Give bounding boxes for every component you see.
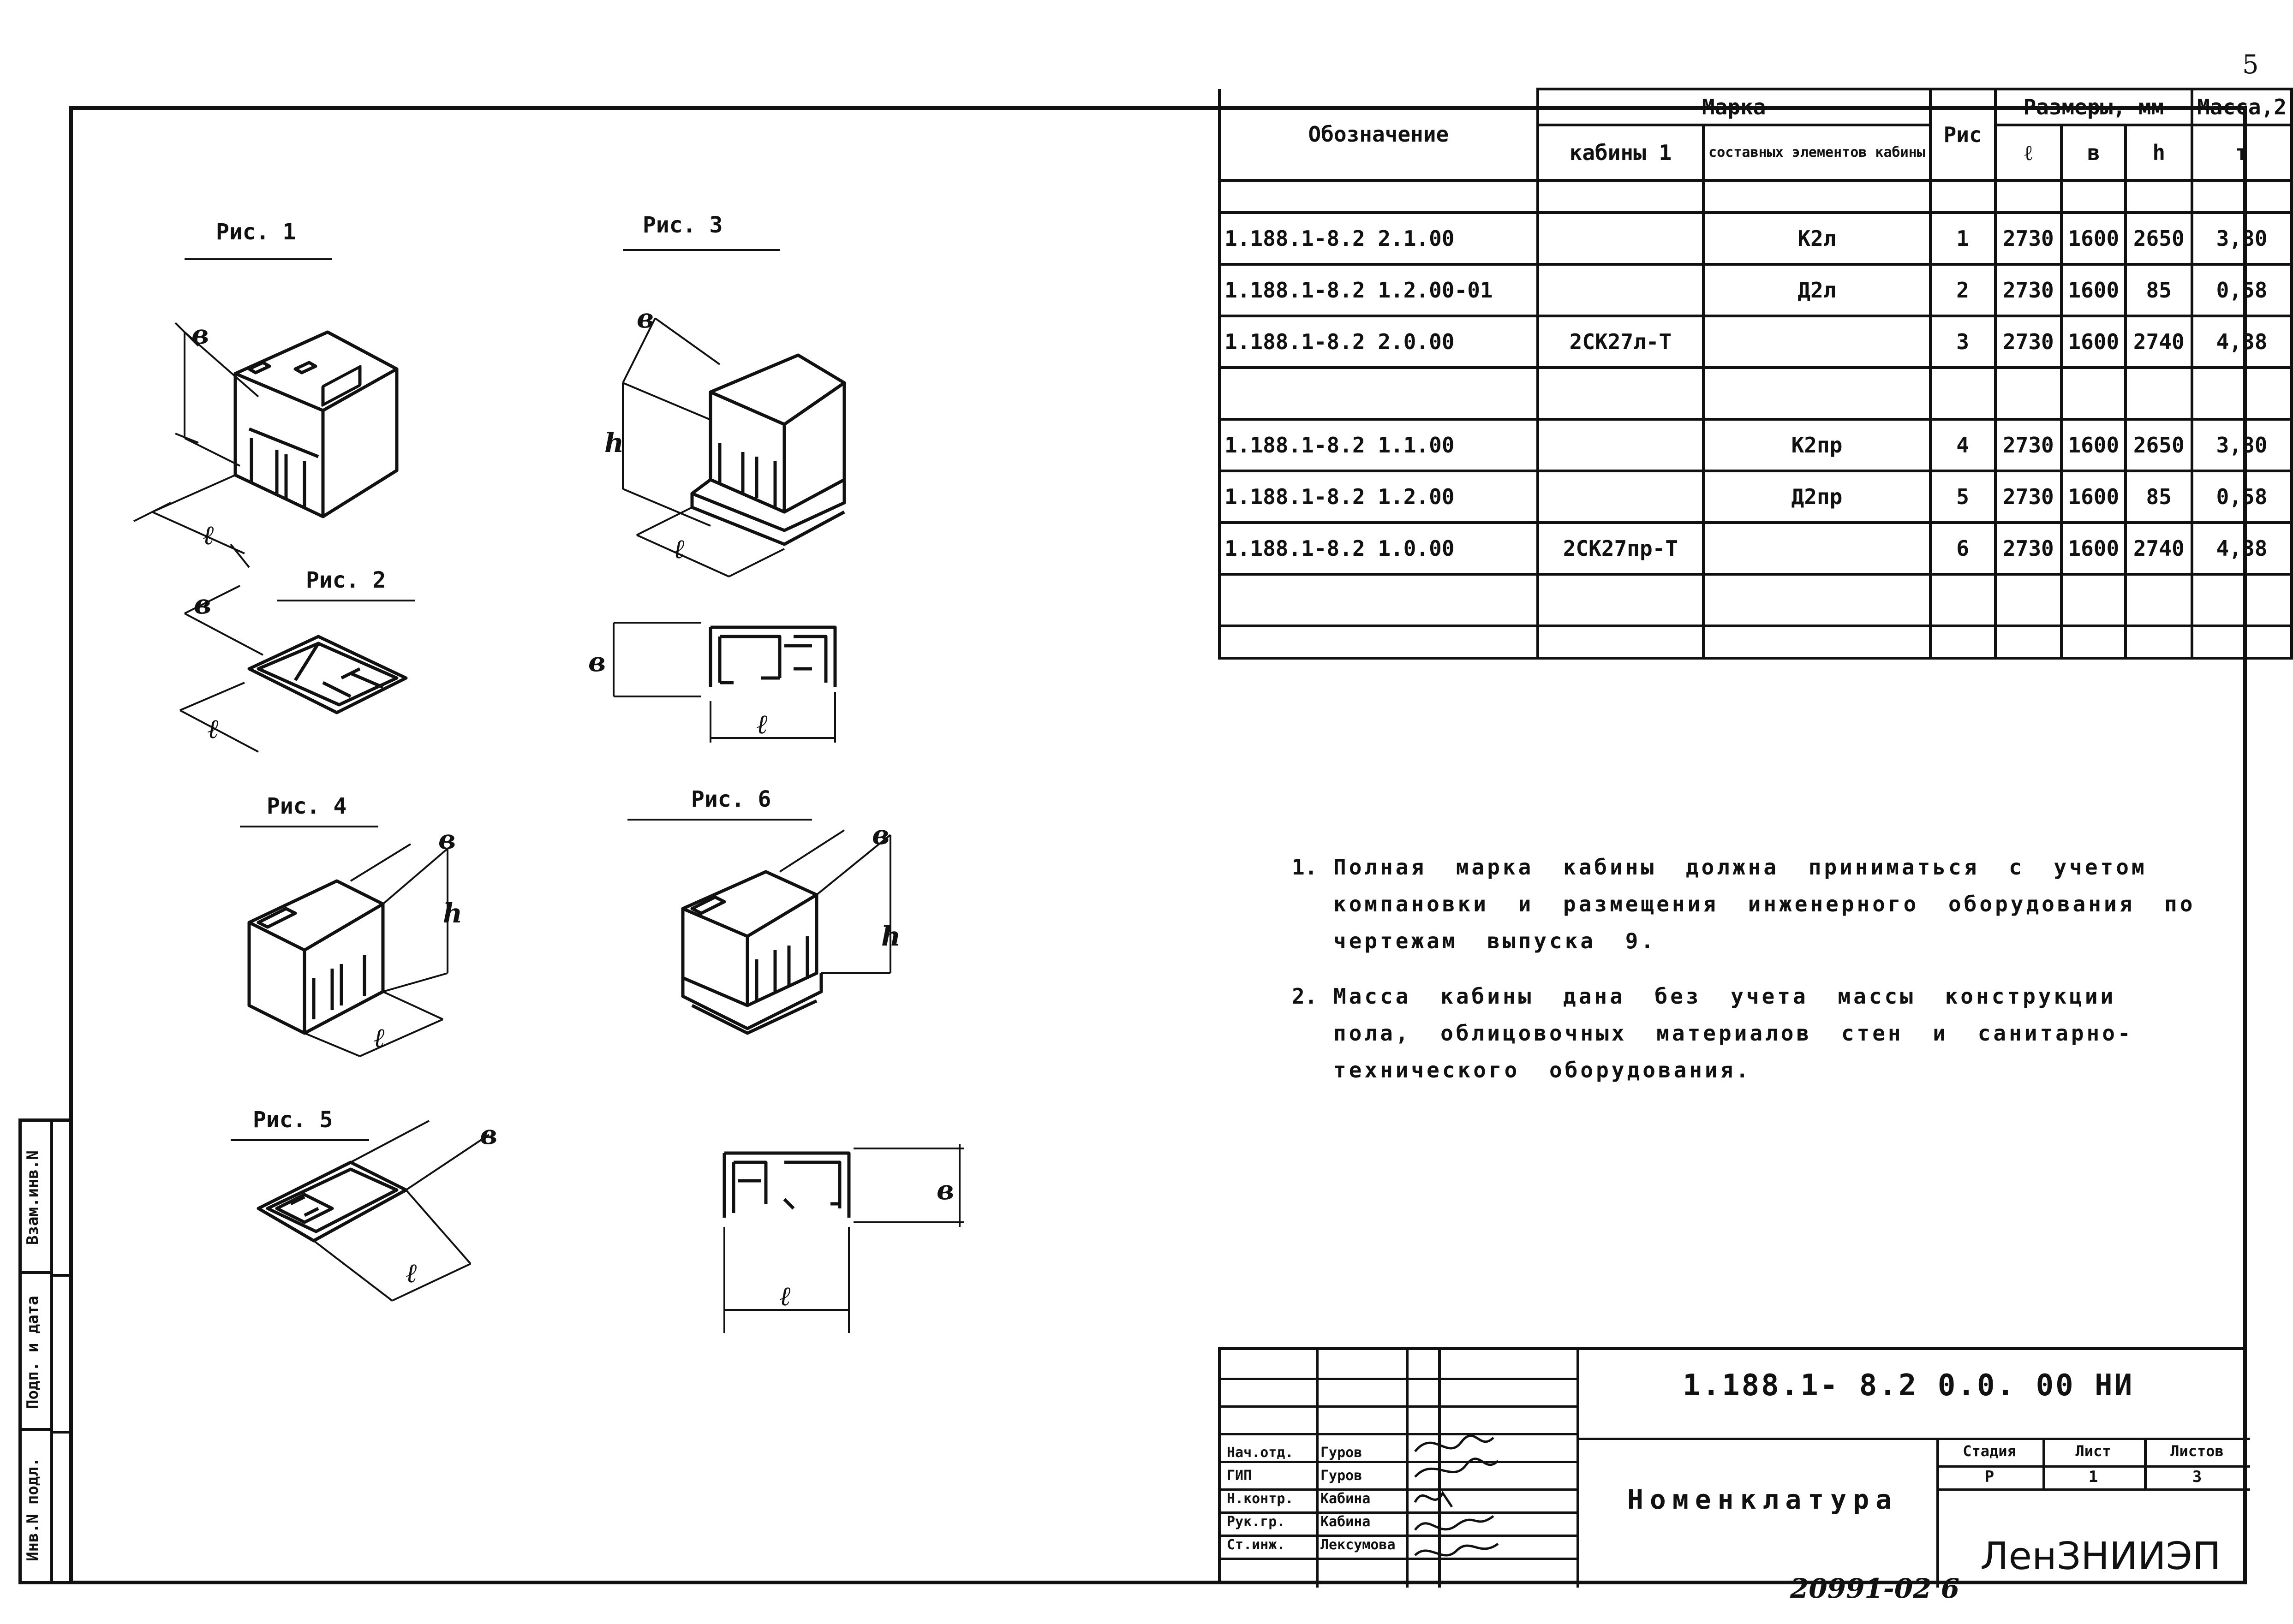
fig6-label: Рис. 6 [691, 786, 771, 812]
note-item: 1. Полная марка кабины должна приниматьс… [1292, 849, 2215, 959]
stamp-person: Гуров [1320, 1445, 1362, 1461]
fig2-underline [277, 600, 415, 601]
header-b: в [2060, 124, 2127, 182]
note-item: 2. Масса кабины дана без учета массы кон… [1292, 978, 2215, 1089]
fig4-dim-l: ℓ [374, 1022, 385, 1053]
table-row-blank [1218, 366, 2293, 421]
fig4-label: Рис. 4 [267, 793, 347, 819]
table-row: 1.188.1-8.2 2.1.00 К2л 1 2730 1600 2650 … [1218, 211, 2293, 266]
side-cell-replaced-inv: Взам.инв.N [22, 1122, 50, 1274]
fig3-cabin-drawing [622, 317, 846, 577]
fig2-dim-l: ℓ [208, 713, 219, 744]
table-row: 1.188.1-8.2 1.2.00 Д2пр 5 2730 1600 85 0… [1218, 470, 2293, 524]
fig6-plan-dim-l: ℓ [780, 1280, 791, 1312]
fig3-dim-b: в [637, 303, 654, 334]
fig1-underline [185, 258, 332, 260]
table-row: 1.188.1-8.2 1.2.00-01 Д2л 2 2730 1600 85… [1218, 263, 2293, 317]
stage-value: Р [1984, 1468, 1994, 1486]
fig2-label: Рис. 2 [306, 567, 386, 593]
stamp-role: Ст.инж. [1227, 1537, 1285, 1553]
stamp-person: Гуров [1320, 1468, 1362, 1484]
side-cell-signature-date: Подп. и дата [22, 1274, 50, 1431]
fig1-cabin-drawing [133, 322, 399, 568]
stamp-role: Нач.отд. [1227, 1445, 1294, 1461]
header-designation: Обозначение [1218, 89, 1539, 182]
note-text: Масса кабины дана без учета массы констр… [1333, 984, 2133, 1083]
fig3-dim-l: ℓ [674, 533, 685, 565]
stamp-person: Кабина [1320, 1491, 1371, 1507]
note-number: 1. [1292, 855, 1318, 880]
fig3-plan-drawing [613, 622, 837, 743]
header-elements: составных элементов кабины [1702, 124, 1932, 182]
fig2-floor-drawing [179, 585, 408, 753]
note-text: Полная марка кабины должна приниматься с… [1333, 855, 2196, 953]
sheet-value: 1 [2088, 1468, 2098, 1486]
organization-name: ЛенЗНИИЭП [1980, 1535, 2221, 1578]
title-block: Нач.отд. Гуров ГИП Гуров Н.контр. Кабина… [1218, 1347, 2250, 1588]
stamp-role: ГИП [1227, 1468, 1252, 1484]
sheet-label: Лист [2075, 1442, 2111, 1460]
note-number: 2. [1292, 984, 1318, 1009]
fig3-dim-h: h [604, 427, 624, 458]
fig2-dim-b: в [194, 589, 211, 620]
fig4-dim-h: h [443, 898, 462, 929]
fig4-underline [240, 826, 378, 827]
header-l: ℓ [1994, 124, 2063, 182]
header-fig: Рис [1929, 88, 1997, 182]
handwritten-signatures [1414, 1434, 1499, 1557]
fig6-underline [627, 819, 812, 821]
header-cabin: кабины 1 [1536, 124, 1705, 182]
fig6-plan-drawing [723, 1144, 964, 1333]
table-row-blank [1218, 573, 2293, 627]
fig6-plan-dim-b: в [937, 1174, 954, 1206]
fig6-cabin-drawing [681, 829, 891, 1035]
fig1-label: Рис. 1 [216, 219, 296, 245]
table-row-blank [1218, 179, 2293, 214]
stamp-person: Лексумова [1320, 1537, 1396, 1553]
fig5-label: Рис. 5 [253, 1107, 333, 1133]
stamp-role: Н.контр. [1227, 1491, 1294, 1507]
sheets-label: Листов [2170, 1442, 2224, 1460]
fig5-dim-b: в [480, 1119, 497, 1150]
fig3-plan-dim-b: в [588, 646, 606, 678]
header-h: h [2124, 124, 2194, 182]
archive-number: 20991-02 6 [1790, 1573, 1960, 1604]
fig4-dim-b: в [438, 824, 456, 855]
table-row: 1.188.1-8.2 1.0.00 2СК27пр-Т 6 2730 1600… [1218, 521, 2293, 576]
table-row: 1.188.1-8.2 2.0.00 2СК27л-Т 3 2730 1600 … [1218, 315, 2293, 369]
fig5-floor-drawing [257, 1120, 490, 1302]
drawing-frame [69, 106, 2247, 1584]
document-code: 1.188.1- 8.2 0.0. 00 НИ [1683, 1368, 2134, 1403]
header-mass: Масса,2 [2191, 88, 2293, 126]
side-strip-blank-column [50, 1122, 72, 1581]
fig1-dim-l: ℓ [203, 519, 215, 551]
fig1-dim-b: в [191, 319, 209, 350]
fig5-dim-l: ℓ [406, 1257, 418, 1289]
page-number: 5 [2242, 50, 2259, 80]
fig4-cabin-drawing [247, 843, 448, 1057]
fig6-dim-h: h [881, 921, 901, 952]
fig3-underline [623, 249, 780, 251]
stamp-role: Рук.гр. [1227, 1514, 1285, 1530]
header-mark-group: Марка [1536, 88, 1932, 126]
specification-table: Обозначение Марка Рис Размеры, мм Масса,… [1218, 88, 2293, 660]
stage-label: Стадия [1963, 1442, 2016, 1460]
side-approval-strip: Взам.инв.N Подп. и дата Инв.N подл. [18, 1118, 72, 1584]
document-title: Номенклатура [1627, 1484, 1899, 1515]
table-row: 1.188.1-8.2 1.1.00 К2пр 4 2730 1600 2650… [1218, 418, 2293, 472]
stamp-person: Кабина [1320, 1514, 1371, 1530]
header-dims-group: Размеры, мм [1994, 88, 2194, 126]
fig5-underline [231, 1139, 369, 1141]
table-row-blank [1218, 625, 2293, 660]
sheets-value: 3 [2192, 1468, 2202, 1486]
notes-block: 1. Полная марка кабины должна приниматьс… [1292, 849, 2215, 1107]
fig6-dim-b: в [872, 819, 890, 851]
header-mass-unit: т [2191, 124, 2293, 182]
fig3-label: Рис. 3 [643, 212, 723, 238]
fig3-plan-dim-l: ℓ [757, 708, 768, 740]
